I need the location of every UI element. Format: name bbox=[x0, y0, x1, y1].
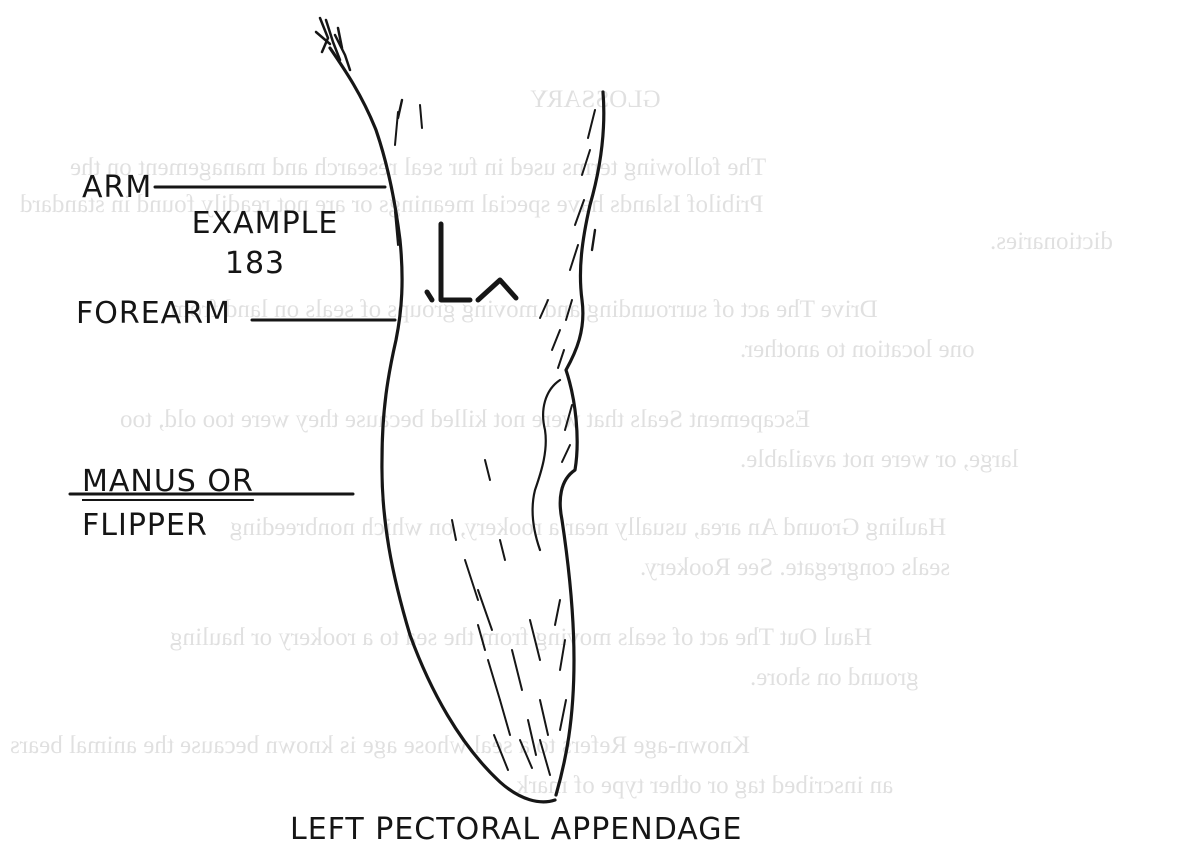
label-example: EXAMPLE bbox=[160, 206, 370, 241]
label-manus-line2: FLIPPER bbox=[82, 508, 208, 543]
upper-marks bbox=[398, 100, 595, 250]
label-arm: ARM bbox=[82, 170, 152, 205]
limb-right-contour bbox=[556, 92, 604, 795]
inner-contour bbox=[533, 380, 560, 550]
example-marks bbox=[427, 224, 516, 300]
figure-caption: LEFT PECTORAL APPENDAGE bbox=[290, 812, 742, 847]
label-example-number: 183 bbox=[170, 246, 340, 281]
shading-hatch bbox=[395, 105, 540, 770]
label-manus-line1: MANUS OR bbox=[82, 464, 254, 499]
label-forearm: FOREARM bbox=[76, 296, 231, 331]
edge-texture bbox=[528, 110, 595, 775]
frayed-top bbox=[316, 18, 350, 70]
